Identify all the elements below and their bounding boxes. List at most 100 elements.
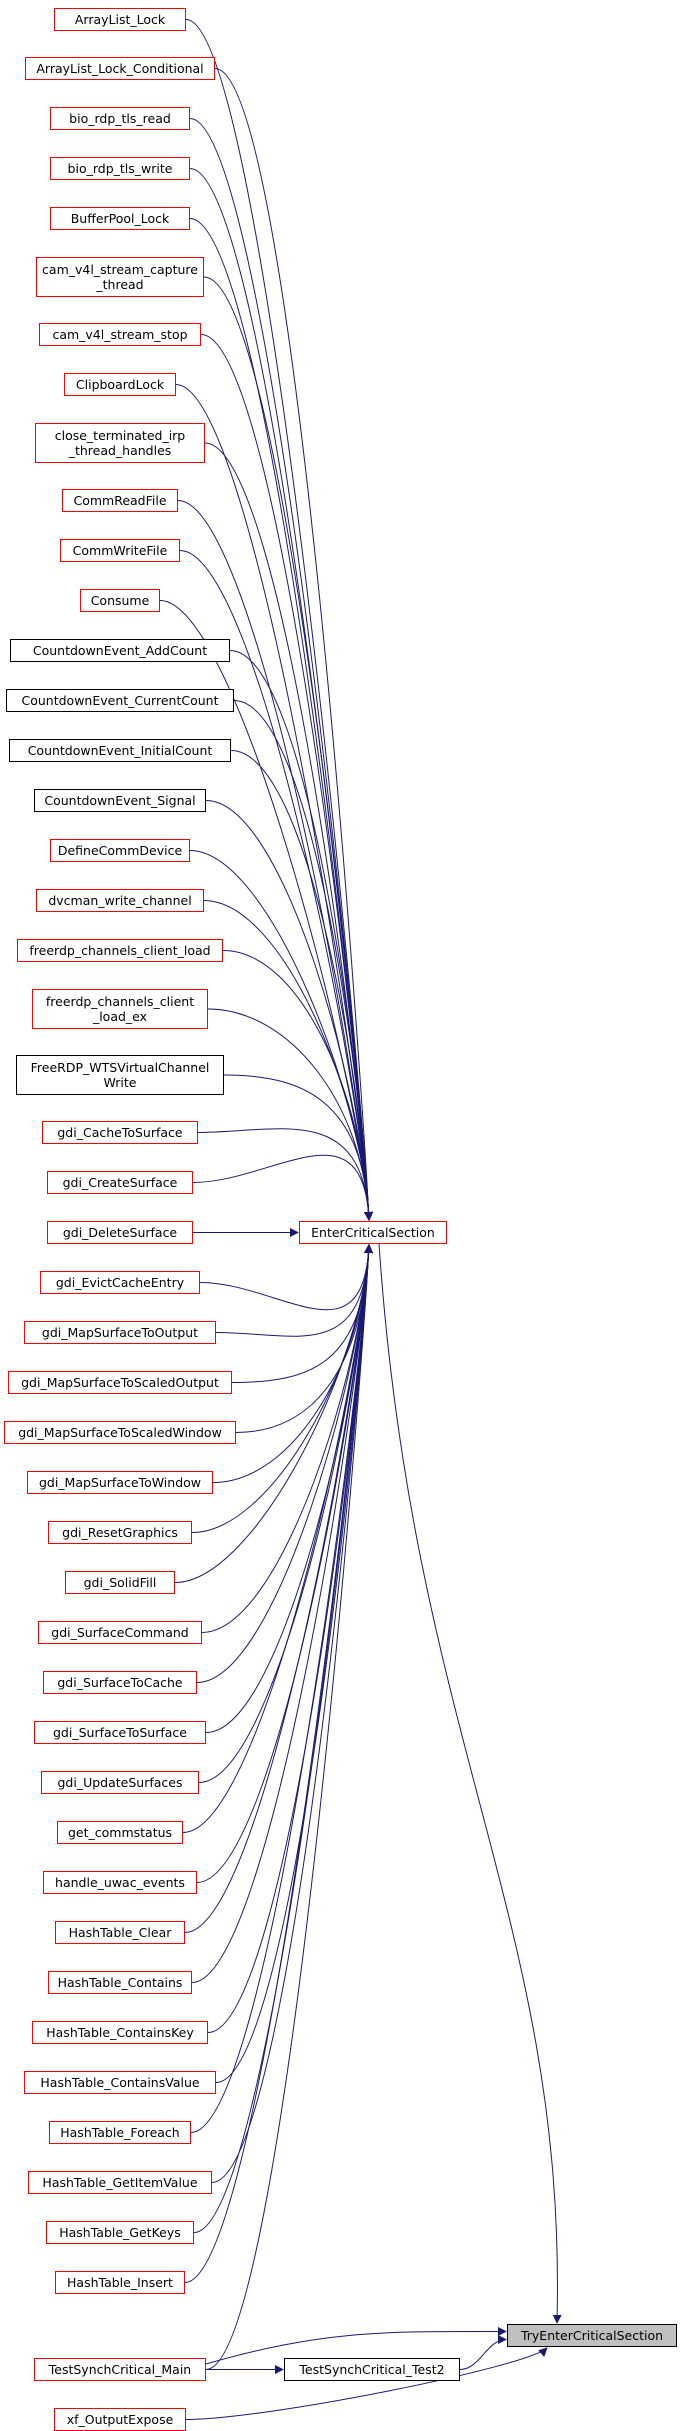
node-label: EnterCriticalSection (311, 1225, 435, 1240)
caller-node[interactable]: DefineCommDevice (50, 839, 190, 862)
node-test-synch-critical-test2[interactable]: TestSynchCritical_Test2 (284, 2358, 460, 2381)
call-edge (174, 1244, 374, 1583)
caller-node[interactable]: HashTable_Contains (48, 1971, 192, 1994)
node-label: gdi_MapSurfaceToOutput (41, 1325, 199, 1340)
node-label: Consume (90, 593, 150, 608)
node-label: CountdownEvent_AddCount (32, 643, 208, 658)
call-edge (179, 550, 374, 1221)
caller-node[interactable]: gdi_UpdateSurfaces (41, 1771, 199, 1794)
call-edge (215, 1244, 374, 1337)
caller-node[interactable]: gdi_CreateSurface (47, 1171, 193, 1194)
call-edge (197, 1128, 374, 1221)
call-edge (230, 750, 374, 1221)
caller-node[interactable]: get_commstatus (57, 1821, 183, 1844)
call-edge (203, 900, 374, 1221)
caller-node[interactable]: HashTable_Clear (55, 1921, 185, 1944)
caller-node[interactable]: CountdownEvent_AddCount (10, 639, 230, 662)
node-label: handle_uwac_events (55, 1875, 185, 1890)
node-label: gdi_UpdateSurfaces (57, 1775, 183, 1790)
call-edge (459, 2335, 507, 2370)
node-label: gdi_DeleteSurface (62, 1225, 178, 1240)
node-label: CountdownEvent_InitialCount (27, 743, 213, 758)
call-edge (190, 1244, 374, 2133)
call-edge (182, 1244, 374, 1833)
caller-node[interactable]: freerdp_channels_client _load_ex (32, 989, 208, 1029)
caller-node[interactable]: gdi_MapSurfaceToOutput (24, 1321, 216, 1344)
caller-node[interactable]: CountdownEvent_CurrentCount (6, 689, 234, 712)
caller-node[interactable]: HashTable_ContainsKey (32, 2021, 208, 2044)
node-label: gdi_MapSurfaceToWindow (38, 1475, 202, 1490)
caller-node[interactable]: Consume (80, 589, 160, 612)
caller-node[interactable]: bio_rdp_tls_read (50, 107, 190, 130)
node-label: gdi_CreateSurface (62, 1175, 178, 1190)
node-label: CommWriteFile (72, 543, 168, 558)
caller-node[interactable]: HashTable_ContainsValue (24, 2071, 216, 2094)
call-edge (214, 68, 374, 1221)
caller-node[interactable]: CommReadFile (62, 489, 178, 512)
caller-node[interactable]: gdi_MapSurfaceToScaledWindow (4, 1421, 236, 1444)
caller-node[interactable]: gdi_EvictCacheEntry (40, 1271, 200, 1294)
caller-node[interactable]: BufferPool_Lock (50, 207, 190, 230)
node-label: HashTable_GetItemValue (42, 2175, 198, 2190)
node-label: HashTable_ContainsKey (46, 2025, 194, 2040)
caller-node[interactable]: CommWriteFile (60, 539, 180, 562)
node-label: ClipboardLock (75, 377, 165, 392)
caller-node[interactable]: gdi_MapSurfaceToScaledOutput (8, 1371, 232, 1394)
caller-node[interactable]: gdi_SurfaceToSurface (34, 1721, 206, 1744)
call-edge (211, 1244, 374, 2183)
caller-node[interactable]: handle_uwac_events (43, 1871, 197, 1894)
caller-node[interactable]: TestSynchCritical_Main (34, 2358, 206, 2381)
call-edge (175, 384, 374, 1221)
caller-node[interactable]: gdi_SolidFill (65, 1571, 175, 1594)
caller-node[interactable]: HashTable_Foreach (49, 2121, 191, 2144)
caller-node[interactable]: dvcman_write_channel (36, 889, 204, 912)
node-label: gdi_ResetGraphics (62, 1525, 178, 1540)
call-edge (196, 1244, 374, 1683)
caller-node[interactable]: cam_v4l_stream_stop (39, 323, 201, 346)
caller-node[interactable]: freerdp_channels_client_load (17, 939, 223, 962)
node-label: CountdownEvent_Signal (44, 793, 196, 808)
caller-node[interactable]: CountdownEvent_InitialCount (9, 739, 231, 762)
call-edge (205, 2326, 507, 2365)
caller-node[interactable]: bio_rdp_tls_write (50, 157, 190, 180)
target-node-try-enter-critical-section: TryEnterCriticalSection (507, 2324, 677, 2347)
node-label: TestSynchCritical_Main (48, 2362, 192, 2377)
caller-node[interactable]: ArrayList_Lock_Conditional (25, 57, 215, 80)
node-label: get_commstatus (67, 1825, 173, 1840)
caller-node[interactable]: gdi_SurfaceCommand (38, 1621, 202, 1644)
caller-node[interactable]: ClipboardLock (64, 373, 176, 396)
node-label: bio_rdp_tls_read (69, 111, 171, 126)
node-label: TestSynchCritical_Test2 (299, 2362, 445, 2377)
caller-node[interactable]: xf_OutputExpose (54, 2408, 186, 2431)
call-edge (205, 1244, 374, 2370)
caller-node[interactable]: gdi_CacheToSurface (42, 1121, 198, 1144)
node-label: ArrayList_Lock_Conditional (36, 61, 204, 76)
node-label: ArrayList_Lock (74, 12, 166, 27)
caller-node[interactable]: ArrayList_Lock (54, 8, 186, 31)
caller-node[interactable]: gdi_MapSurfaceToWindow (27, 1471, 213, 1494)
node-label: gdi_SolidFill (83, 1575, 157, 1590)
node-label: DefineCommDevice (57, 843, 183, 858)
call-edge (192, 1154, 374, 1221)
call-edge (199, 1244, 374, 1311)
node-label: CountdownEvent_CurrentCount (21, 693, 219, 708)
call-edge (222, 950, 374, 1221)
node-label: gdi_SurfaceToSurface (53, 1725, 187, 1740)
node-label: HashTable_Clear (68, 1925, 172, 1940)
caller-node[interactable]: cam_v4l_stream_capture _thread (36, 257, 204, 297)
caller-node[interactable]: gdi_ResetGraphics (48, 1521, 192, 1544)
caller-node[interactable]: HashTable_GetItemValue (28, 2171, 212, 2194)
caller-node[interactable]: close_terminated_irp _thread_handles (35, 423, 205, 463)
node-label: TryEnterCriticalSection (520, 2328, 664, 2343)
caller-node[interactable]: HashTable_Insert (55, 2271, 185, 2294)
caller-node[interactable]: HashTable_GetKeys (46, 2221, 194, 2244)
hub-node-enter-critical-section[interactable]: EnterCriticalSection (299, 1221, 447, 1244)
caller-node[interactable]: gdi_SurfaceToCache (43, 1671, 197, 1694)
node-label: gdi_MapSurfaceToScaledOutput (21, 1375, 219, 1390)
caller-node[interactable]: CountdownEvent_Signal (34, 789, 206, 812)
caller-node[interactable]: FreeRDP_WTSVirtualChannel Write (16, 1055, 224, 1095)
node-label: FreeRDP_WTSVirtualChannel Write (30, 1060, 210, 1090)
caller-node[interactable]: gdi_DeleteSurface (47, 1221, 193, 1244)
